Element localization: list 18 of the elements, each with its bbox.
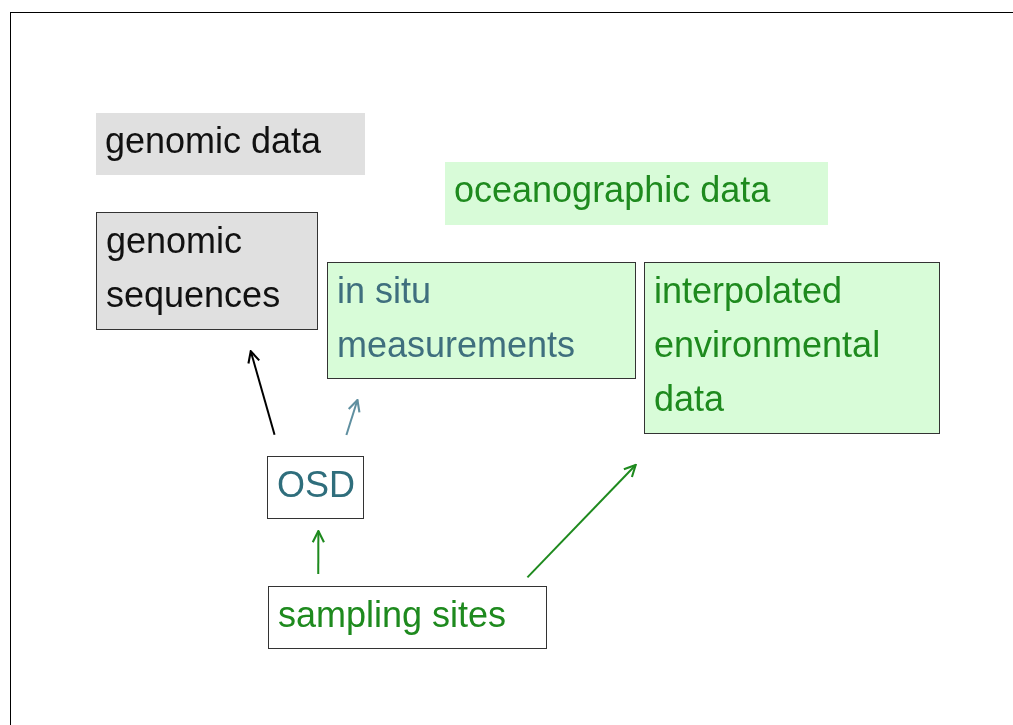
label-band — [96, 113, 365, 175]
process-box — [96, 212, 318, 330]
arrow — [311, 529, 325, 575]
label-band — [445, 162, 828, 225]
node-label: oceanographic data — [454, 168, 771, 212]
node-label: OSD — [277, 463, 355, 507]
process-box — [268, 586, 547, 649]
node-label: interpolated environmental data — [654, 269, 882, 421]
process-box — [267, 456, 364, 519]
process-box — [644, 262, 940, 434]
node-label: in situ measurements — [337, 269, 577, 367]
node-label: genomic sequences — [106, 219, 282, 317]
arrow — [526, 463, 637, 579]
arrow — [345, 398, 361, 436]
process-box — [327, 262, 636, 379]
arrow — [247, 350, 276, 436]
node-label: sampling sites — [278, 593, 507, 637]
node-label: genomic data — [105, 119, 322, 163]
